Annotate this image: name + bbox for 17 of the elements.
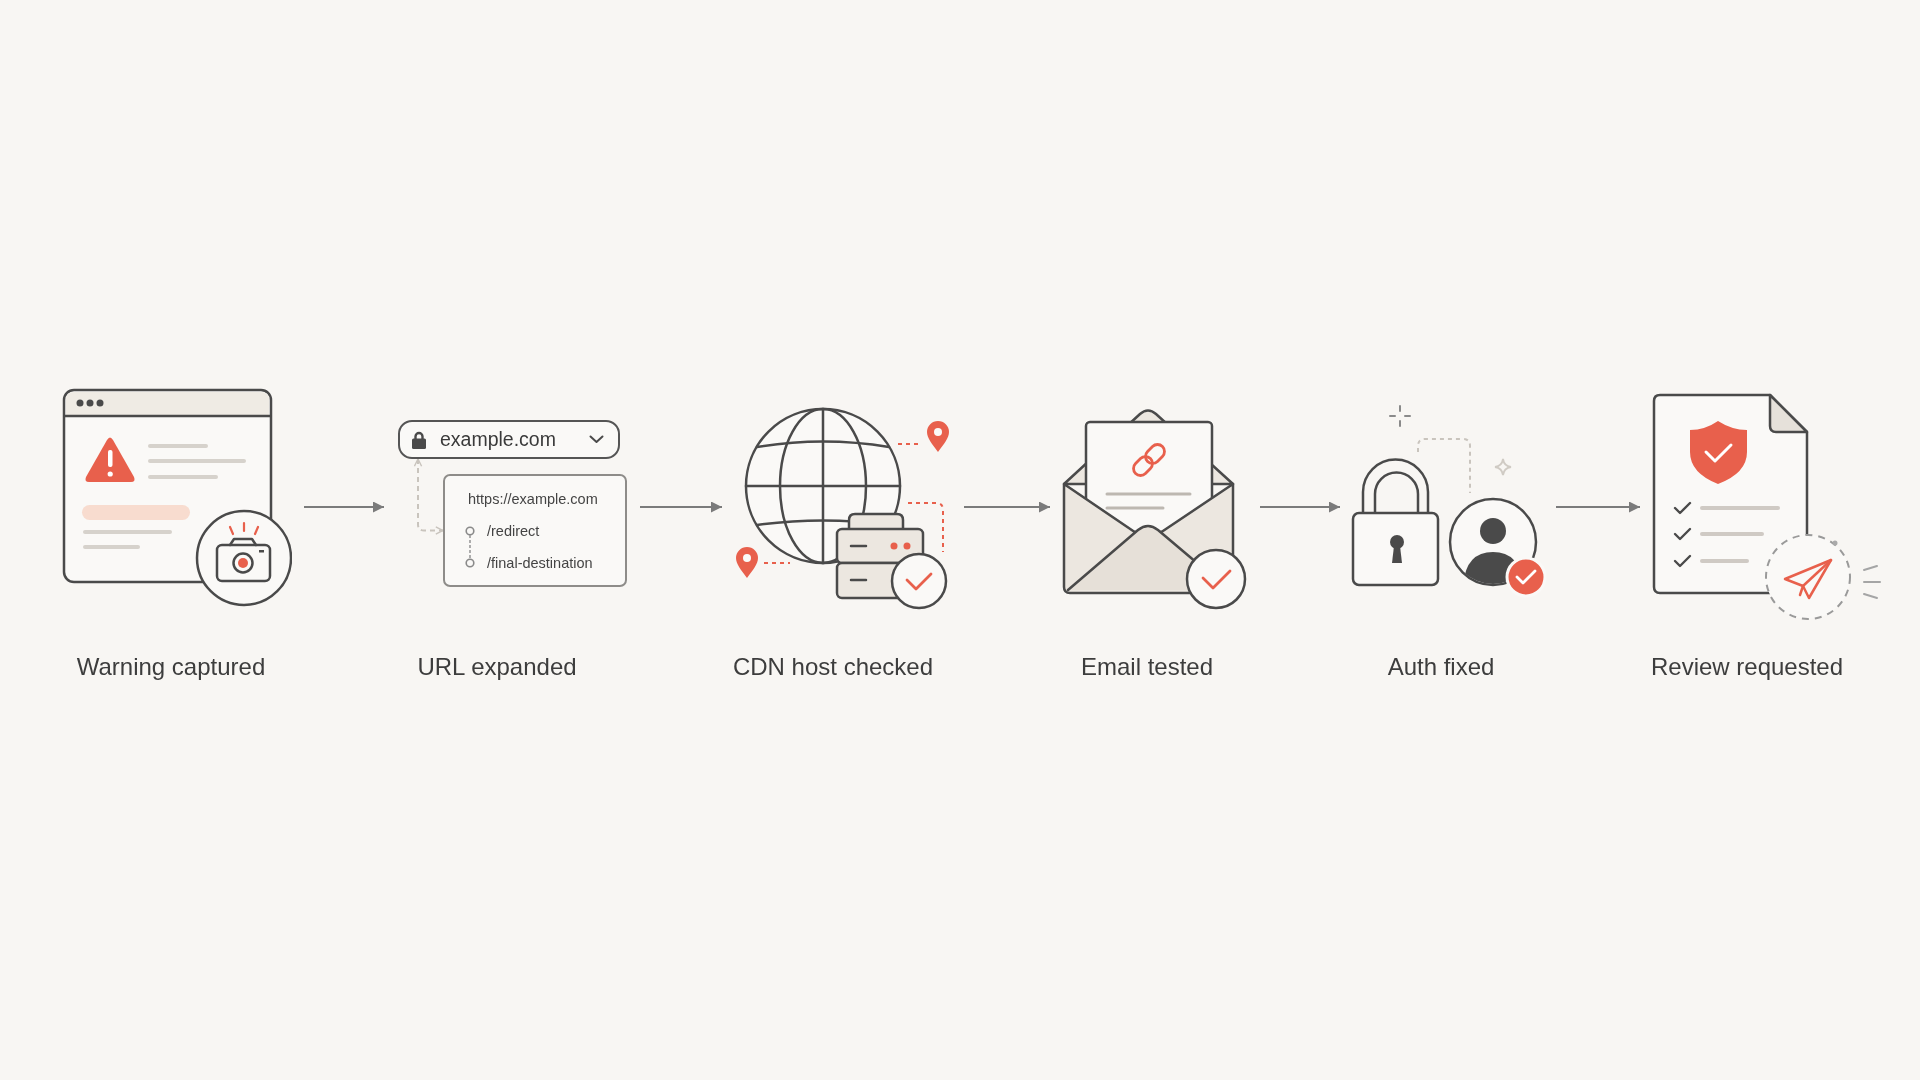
arrow [964, 501, 1050, 513]
arrow [1260, 501, 1340, 513]
step-caption: URL expanded [417, 653, 577, 681]
redirect-panel [443, 474, 627, 587]
step-caption: Email tested [1080, 653, 1214, 681]
url-text: https://example.com [468, 490, 598, 509]
step-caption: Warning captured [76, 653, 266, 681]
address-bar: example.com [398, 420, 620, 459]
path-text: /final-destination [487, 554, 593, 573]
step-caption: Review requested [1650, 653, 1844, 681]
arrow [304, 501, 384, 513]
arrow [640, 501, 722, 513]
path-text: /redirect [487, 522, 540, 541]
dashed-arrow [413, 458, 444, 535]
step-caption: CDN host checked [732, 653, 934, 681]
arrow [1556, 501, 1640, 513]
step-caption: Auth fixed [1387, 653, 1495, 681]
